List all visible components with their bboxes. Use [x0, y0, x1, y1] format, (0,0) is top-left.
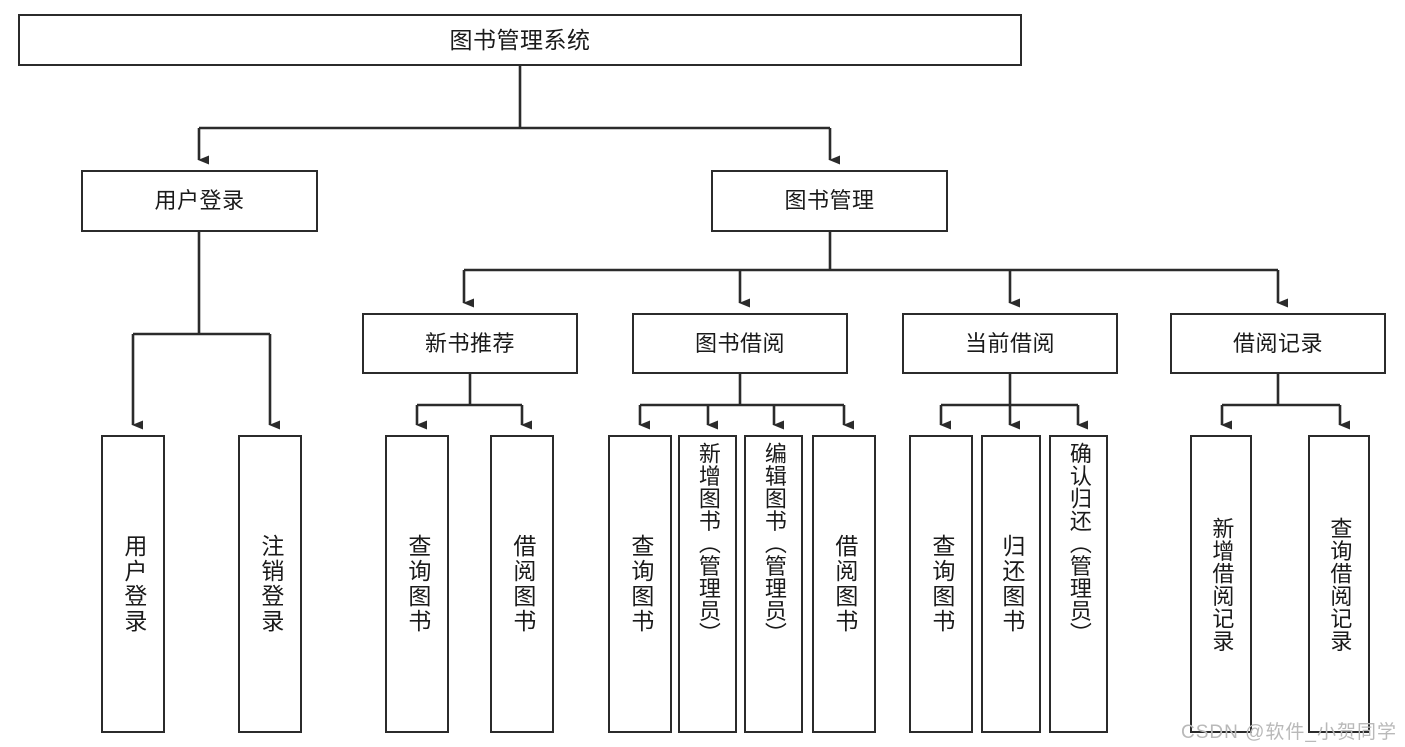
- node-leaf-borrow-book[interactable]: 借阅图书: [812, 435, 876, 733]
- node-label: 图书管理: [784, 188, 875, 214]
- node-label: 归还图书: [998, 534, 1025, 634]
- node-label: 查询图书: [627, 534, 654, 634]
- node-label: 用户登录: [154, 188, 245, 214]
- node-label: 新增借阅记录: [1209, 516, 1235, 652]
- node-borrow-record[interactable]: 借阅记录: [1170, 313, 1386, 374]
- node-label: 借阅图书: [831, 534, 858, 634]
- node-label: 注销登录: [257, 534, 284, 634]
- node-leaf-borrow-book-recommend[interactable]: 借阅图书: [490, 435, 554, 733]
- node-new-book-recommend[interactable]: 新书推荐: [362, 313, 578, 374]
- node-label: 查询借阅记录: [1327, 516, 1353, 652]
- node-label: 借阅图书: [509, 534, 536, 634]
- node-book-borrow[interactable]: 图书借阅: [632, 313, 848, 374]
- node-label: 查询图书: [404, 534, 431, 634]
- node-leaf-edit-book-admin[interactable]: 编辑图书（管理员）: [744, 435, 803, 733]
- node-leaf-logout[interactable]: 注销登录: [238, 435, 302, 733]
- node-book-management[interactable]: 图书管理: [711, 170, 948, 232]
- node-leaf-confirm-return-admin[interactable]: 确认归还（管理员）: [1049, 435, 1108, 733]
- node-leaf-add-book-admin[interactable]: 新增图书（管理员）: [678, 435, 737, 733]
- node-leaf-query-borrow-record[interactable]: 查询借阅记录: [1308, 435, 1370, 733]
- watermark-text: CSDN @软件_小贺同学: [1181, 722, 1397, 743]
- node-leaf-return-book[interactable]: 归还图书: [981, 435, 1041, 733]
- node-leaf-query-book-borrow[interactable]: 查询图书: [608, 435, 672, 733]
- node-leaf-user-login[interactable]: 用户登录: [101, 435, 165, 733]
- node-label: 图书借阅: [694, 330, 785, 356]
- node-label: 确认归还（管理员）: [1066, 442, 1092, 645]
- node-label: 查询图书: [928, 534, 955, 634]
- node-label: 借阅记录: [1232, 330, 1323, 356]
- node-leaf-query-book-recommend[interactable]: 查询图书: [385, 435, 449, 733]
- node-current-borrow[interactable]: 当前借阅: [902, 313, 1118, 374]
- node-leaf-query-book-current[interactable]: 查询图书: [909, 435, 973, 733]
- node-label: 用户登录: [120, 534, 147, 634]
- node-label: 图书管理系统: [449, 26, 591, 53]
- node-label: 编辑图书（管理员）: [761, 442, 787, 645]
- node-leaf-add-borrow-record[interactable]: 新增借阅记录: [1190, 435, 1252, 733]
- node-label: 当前借阅: [964, 330, 1055, 356]
- node-root-book-management-system[interactable]: 图书管理系统: [18, 14, 1022, 66]
- node-label: 新增图书（管理员）: [695, 442, 721, 645]
- node-user-login[interactable]: 用户登录: [81, 170, 318, 232]
- node-label: 新书推荐: [424, 330, 515, 356]
